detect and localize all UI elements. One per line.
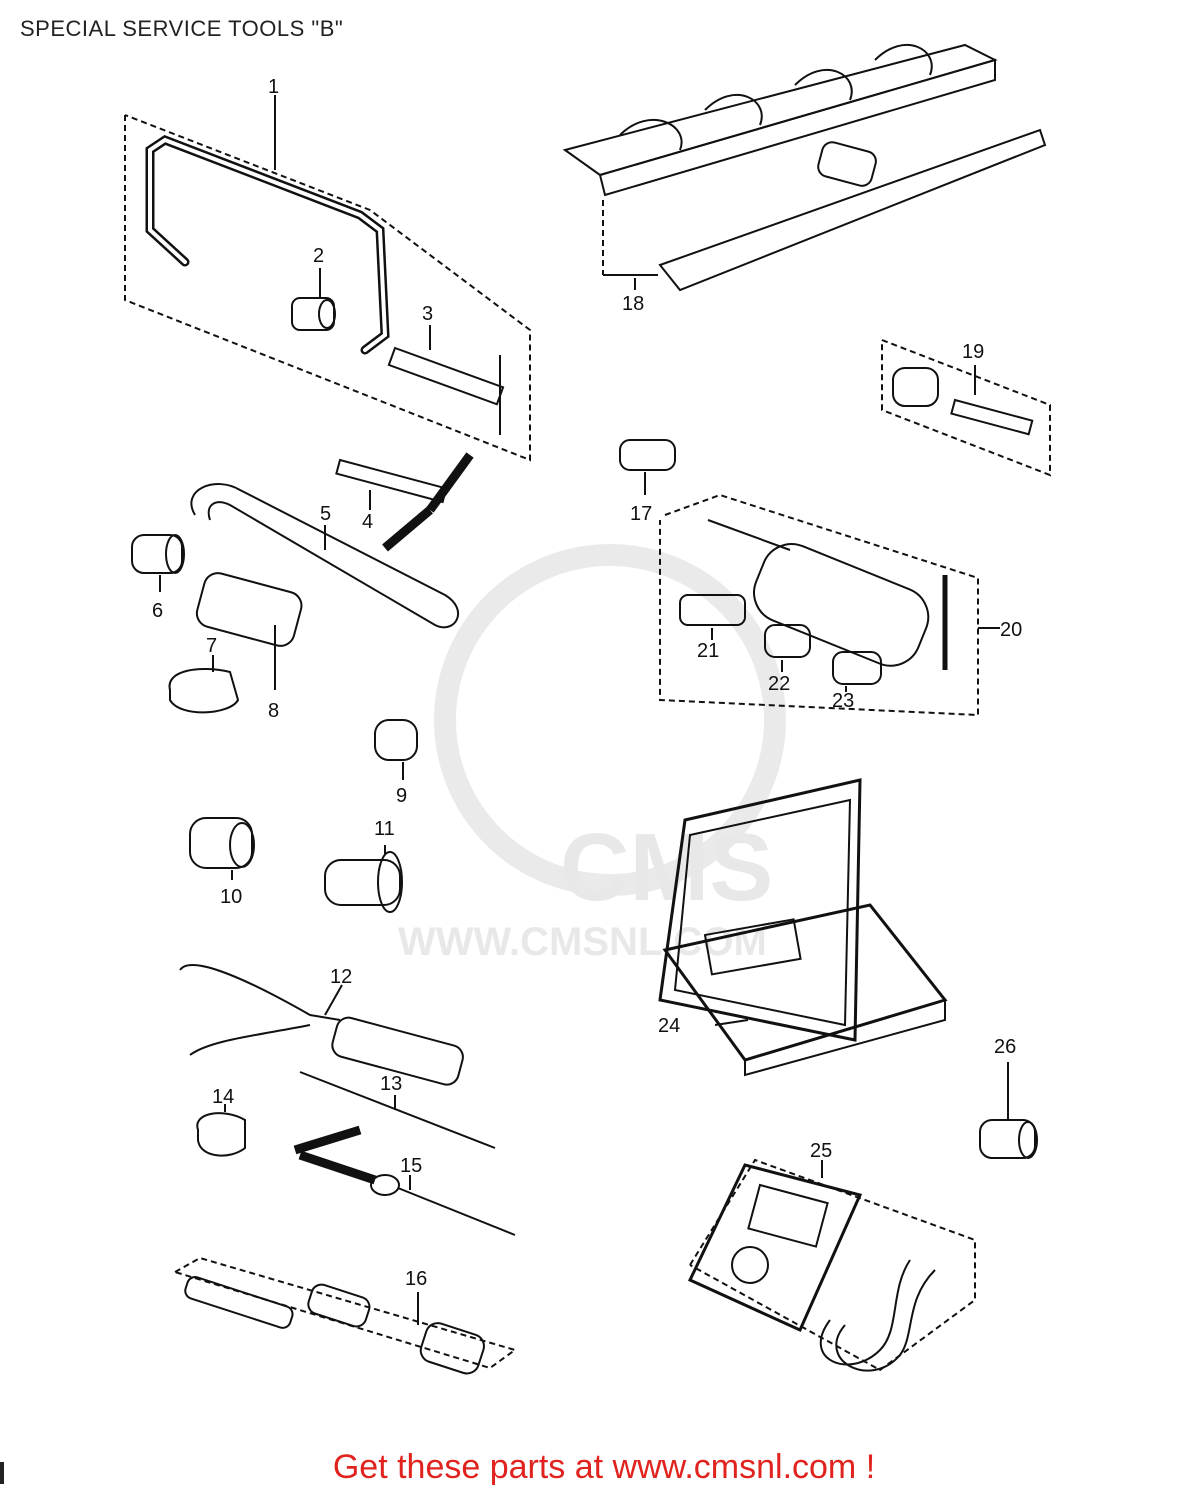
callout-10: 10 xyxy=(220,886,242,908)
callout-4: 4 xyxy=(362,511,373,533)
watermark-logo: CMS WWW.CMSNL.COM xyxy=(398,544,786,964)
tool-3-bolt xyxy=(387,325,505,435)
callout-21: 21 xyxy=(697,640,719,662)
callout-22: 22 xyxy=(768,673,790,695)
tool-24-tester-case xyxy=(658,778,948,1077)
footer-text[interactable]: Get these parts at www.cmsnl.com ! xyxy=(332,1448,876,1486)
callout-23: 23 xyxy=(832,690,854,712)
corner-mark xyxy=(0,1462,4,1484)
tool-13-rod xyxy=(299,1071,496,1149)
tool-20-puller-set xyxy=(659,493,1000,717)
tool-11-sleeve xyxy=(324,845,403,913)
tool-16-puller-set xyxy=(174,1256,518,1375)
callout-20: 20 xyxy=(1000,619,1022,641)
callout-16: 16 xyxy=(405,1268,427,1290)
callout-17: 17 xyxy=(630,503,652,525)
watermark-brand: CMS xyxy=(560,814,773,921)
callout-3: 3 xyxy=(422,303,433,325)
tool-26-nut xyxy=(979,1062,1038,1159)
callout-11: 11 xyxy=(374,818,395,840)
callout-19: 19 xyxy=(962,341,984,363)
callout-7: 7 xyxy=(206,635,217,657)
callout-26: 26 xyxy=(994,1036,1016,1058)
tool-8-knurled-bar xyxy=(195,572,303,690)
tool-7-plug xyxy=(168,655,240,714)
tool-19-set xyxy=(881,339,1051,477)
callout-14: 14 xyxy=(212,1086,234,1108)
tool-2-nut xyxy=(291,268,336,331)
tool-6-collar xyxy=(131,534,185,592)
callout-8: 8 xyxy=(268,700,279,722)
tool-12-pliers xyxy=(179,964,464,1086)
callout-25: 25 xyxy=(810,1140,832,1162)
callout-15: 15 xyxy=(400,1155,422,1177)
footer-link[interactable]: Get these parts at www.cmsnl.com ! xyxy=(0,1448,1198,1487)
tool-18-carb-stand xyxy=(562,43,1047,292)
tool-9-cap xyxy=(374,719,418,780)
callout-18: 18 xyxy=(622,293,644,315)
callout-12: 12 xyxy=(330,966,352,988)
callout-1: 1 xyxy=(268,76,279,98)
page-title: SPECIAL SERVICE TOOLS "B" xyxy=(20,16,344,41)
tool-10-adapter xyxy=(189,817,255,880)
tool-4-t-handle xyxy=(335,452,474,552)
callout-6: 6 xyxy=(152,600,163,622)
tool-17-adapter xyxy=(619,439,676,495)
tool-14-plug xyxy=(196,1104,246,1157)
callout-5: 5 xyxy=(320,503,331,525)
watermark-url: WWW.CMSNL.COM xyxy=(398,920,767,964)
tool-15-driver xyxy=(293,1125,516,1236)
callout-13: 13 xyxy=(380,1073,402,1095)
callout-24: 24 xyxy=(658,1015,680,1037)
tool-1-assembly xyxy=(124,95,531,462)
callout-2: 2 xyxy=(313,245,324,267)
callout-labels: 1 2 3 4 5 6 7 8 9 10 11 12 13 14 15 16 1… xyxy=(152,76,1022,1290)
tool-25-multimeter xyxy=(687,1158,976,1372)
tool-5-hook-spanner xyxy=(190,483,459,629)
callout-9: 9 xyxy=(396,785,407,807)
